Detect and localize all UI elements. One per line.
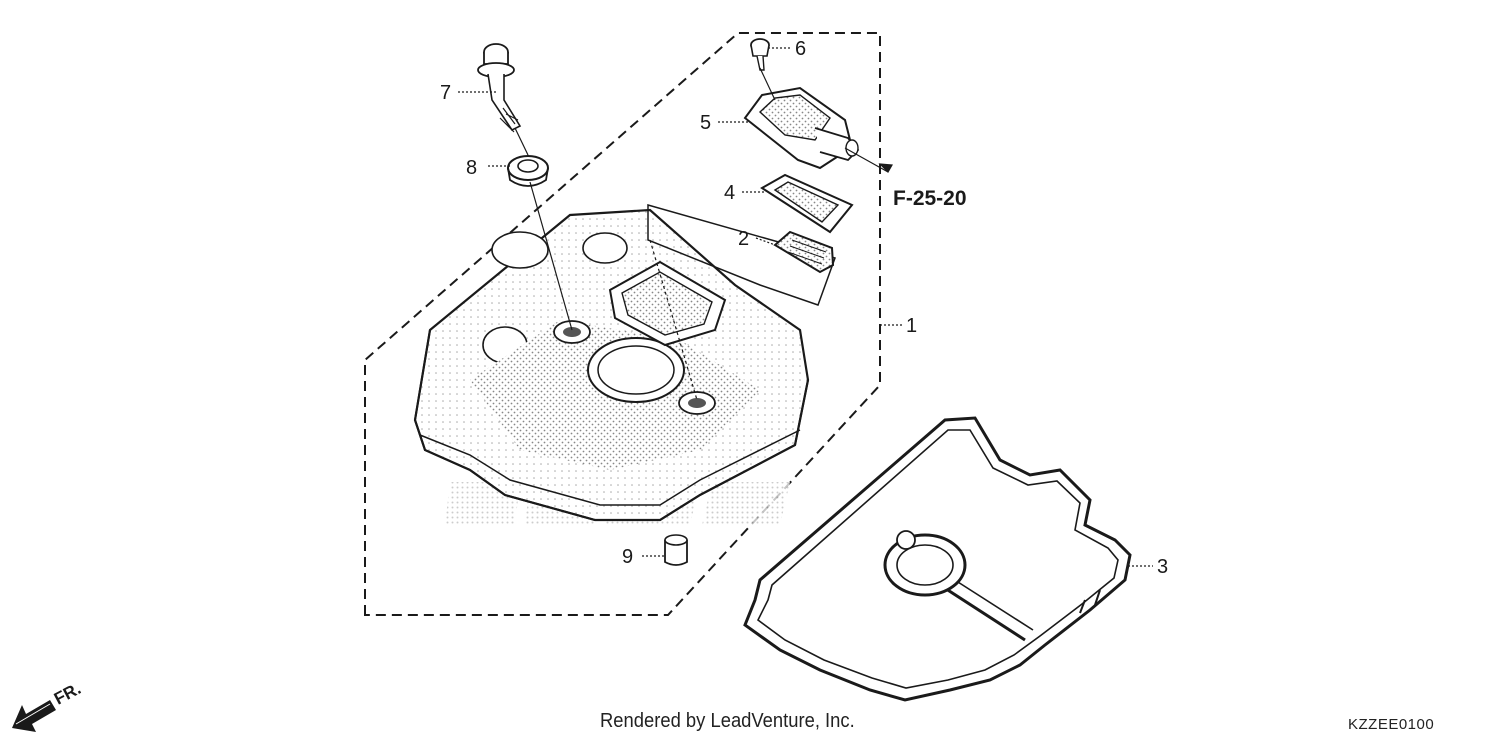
front-direction-arrow-icon <box>12 700 56 732</box>
diagram-code: KZZEE0100 <box>1348 716 1435 733</box>
breather-bolt <box>750 38 770 71</box>
dowel-pin <box>664 534 688 566</box>
callout-7: 7 <box>440 82 451 104</box>
callout-2: 2 <box>738 228 749 250</box>
callout-5: 5 <box>700 112 711 134</box>
reed-valve <box>773 230 835 274</box>
breather-gasket <box>760 173 854 234</box>
reference-label: F-25-20 <box>893 187 967 210</box>
breather-cover <box>743 86 860 170</box>
callout-3: 3 <box>1157 556 1168 578</box>
bolt-washer <box>507 155 549 187</box>
head-cover-gasket <box>743 416 1132 702</box>
callout-9: 9 <box>622 546 633 568</box>
leader-lines <box>458 47 1153 567</box>
direction-label: FR. <box>51 679 84 709</box>
callout-6: 6 <box>795 38 806 60</box>
callout-8: 8 <box>466 157 477 179</box>
credit-text: Rendered by LeadVenture, Inc. <box>600 710 855 732</box>
cover-bolt <box>477 43 522 133</box>
callout-4: 4 <box>724 182 735 204</box>
assembly-boundary <box>364 32 881 616</box>
cylinder-head-cover <box>413 204 836 522</box>
callout-1: 1 <box>906 315 917 337</box>
